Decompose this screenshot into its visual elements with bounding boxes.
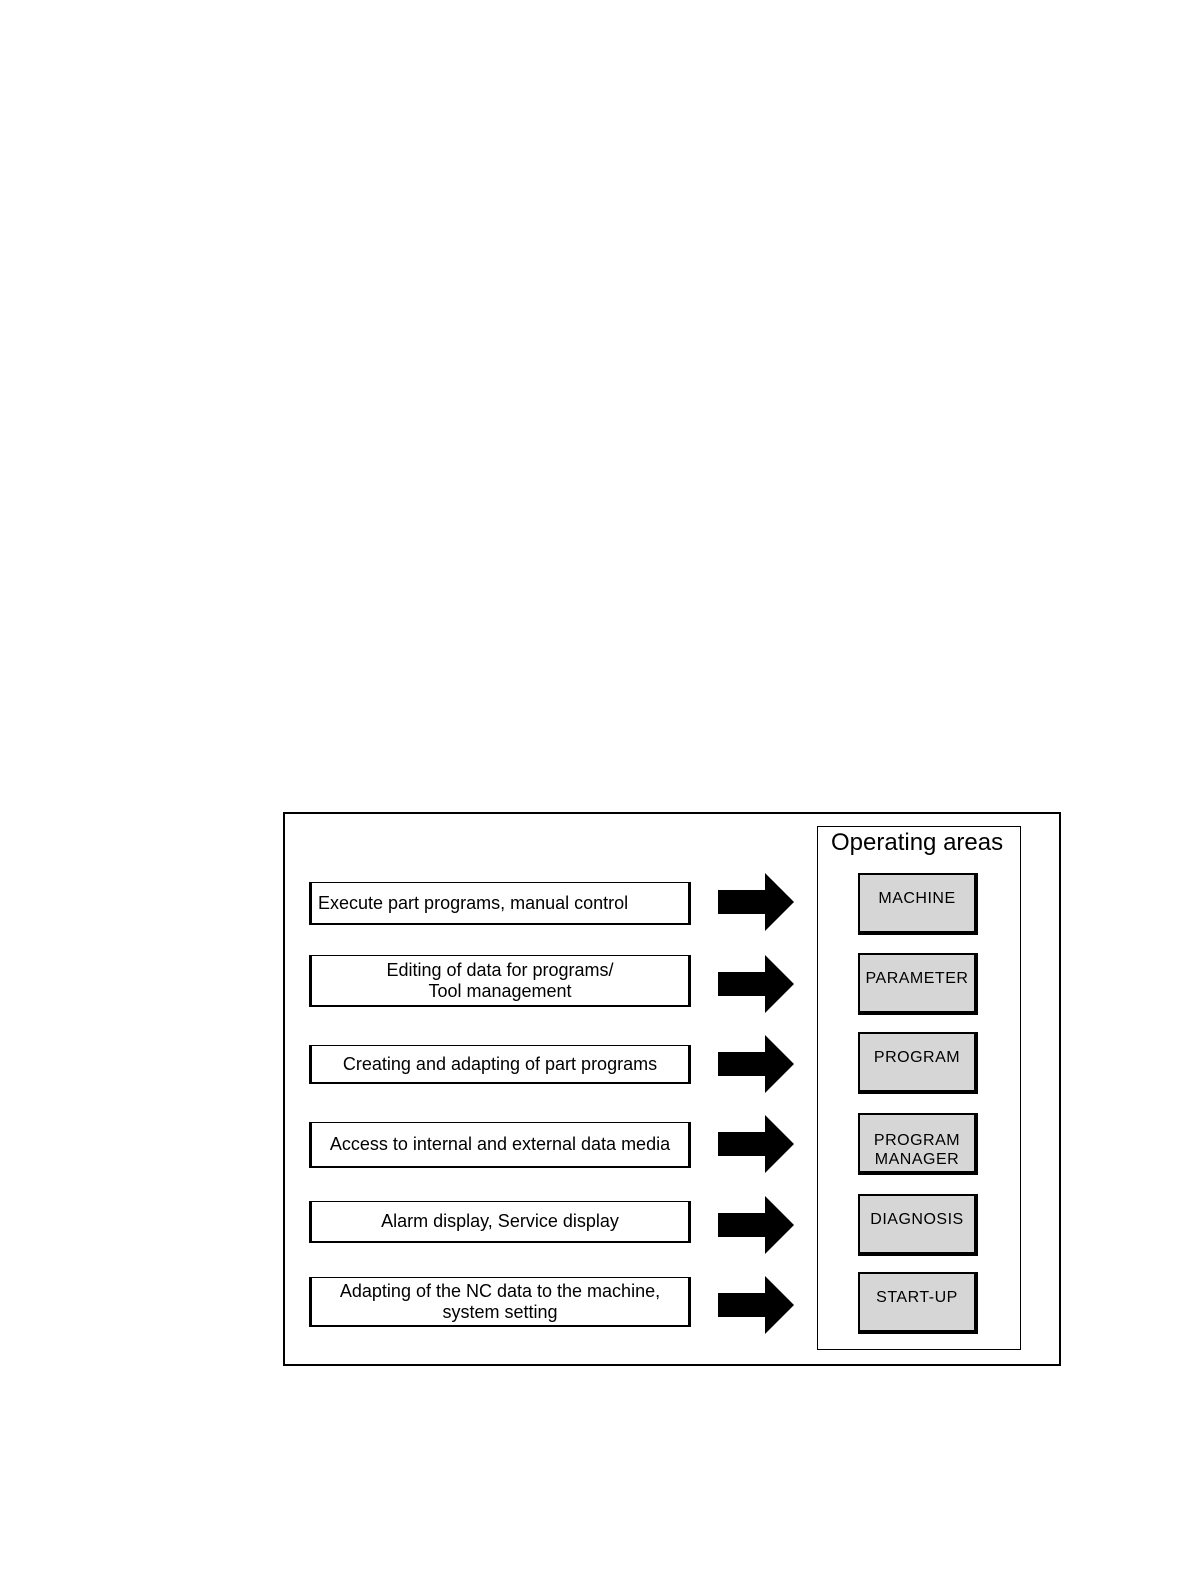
arrow-right-icon — [718, 1115, 794, 1173]
description-box-program: Creating and adapting of part programs — [309, 1045, 691, 1084]
area-button-start-up: START-UP — [858, 1272, 978, 1334]
area-button-program: PROGRAM — [858, 1032, 978, 1094]
area-button-diagnosis: DIAGNOSIS — [858, 1194, 978, 1256]
operating-areas-title: Operating areas — [831, 829, 1004, 856]
operating-areas-panel — [817, 826, 1021, 1350]
description-box-diagnosis: Alarm display, Service display — [309, 1201, 691, 1243]
description-box-machine: Execute part programs, manual control — [309, 882, 691, 925]
arrow-right-icon — [718, 1276, 794, 1334]
description-box-start-up: Adapting of the NC data to the machine, … — [309, 1277, 691, 1327]
area-button-machine: MACHINE — [858, 873, 978, 935]
arrow-right-icon — [718, 955, 794, 1013]
arrow-right-icon — [718, 1035, 794, 1093]
arrow-right-icon — [718, 873, 794, 931]
area-button-program-manager: PROGRAM MANAGER — [858, 1113, 978, 1175]
description-box-program-manager: Access to internal and external data med… — [309, 1122, 691, 1168]
arrow-right-icon — [718, 1196, 794, 1254]
area-button-parameter: PARAMETER — [858, 953, 978, 1015]
description-box-parameter: Editing of data for programs/ Tool manag… — [309, 955, 691, 1007]
